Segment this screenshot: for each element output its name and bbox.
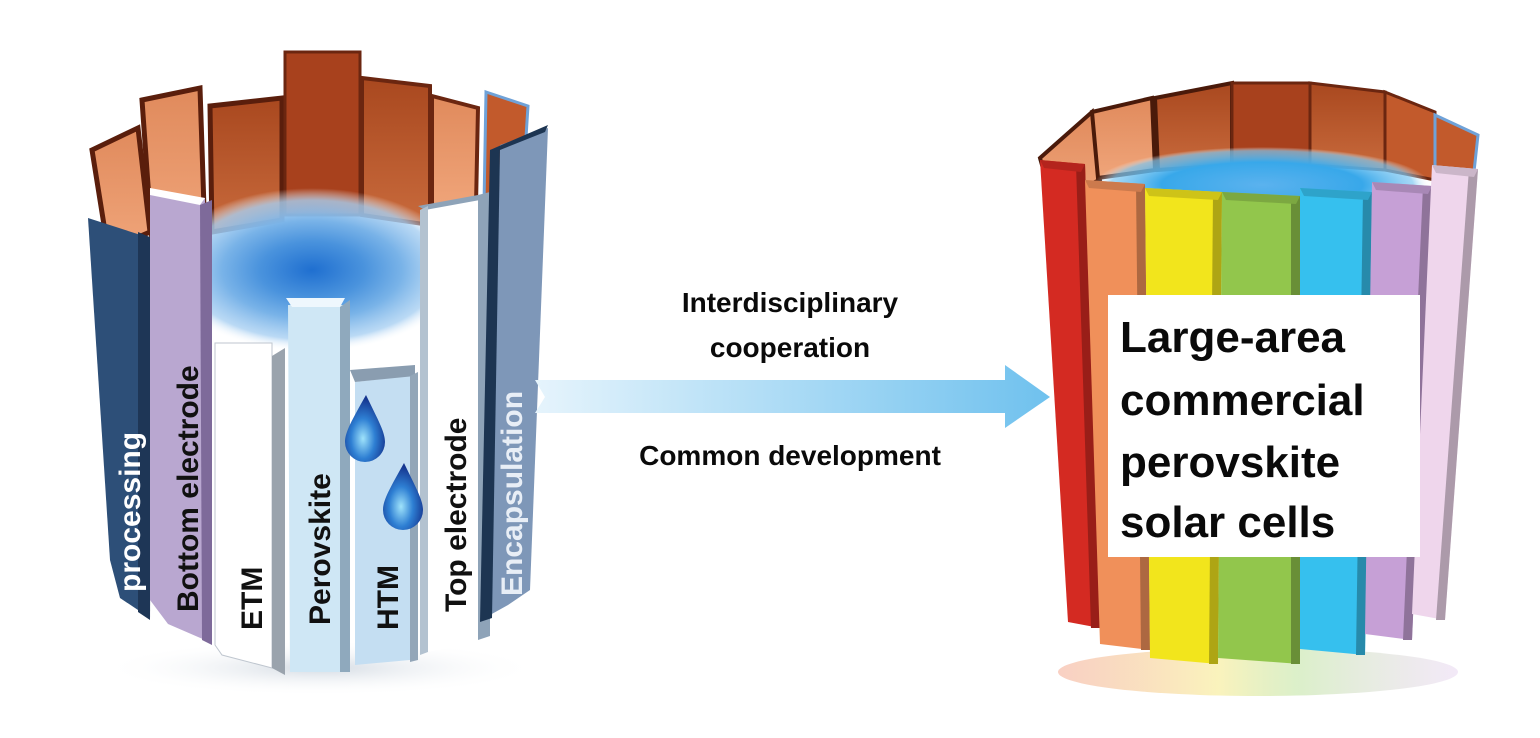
label-bottom-electrode: Bottom electrode	[172, 365, 205, 612]
stave-edge	[1222, 192, 1300, 204]
arrow-text-cooperation: cooperation	[710, 332, 870, 363]
back-stave	[430, 93, 481, 213]
stave-edge	[1372, 182, 1432, 194]
stave-edge	[1040, 160, 1085, 172]
stave-etm	[214, 342, 273, 669]
label-line: commercial	[1120, 376, 1365, 425]
label-line: solar cells	[1120, 498, 1335, 547]
stave-bottom-electrode	[150, 192, 205, 640]
label-etm: ETM	[236, 567, 269, 630]
arrow-text-common-development: Common development	[639, 440, 941, 471]
right-barrel: Large-area commercial perovskite solar c…	[1037, 80, 1480, 696]
label-htm: HTM	[372, 565, 405, 630]
stave-edge	[420, 206, 428, 655]
label-processing: processing	[114, 432, 147, 592]
stave-encapsulation	[490, 128, 548, 615]
arrow-shape	[535, 365, 1050, 428]
stave-edge	[286, 298, 345, 307]
stave-edge	[1145, 188, 1222, 200]
label-perovskite: Perovskite	[304, 473, 337, 625]
stave-edge	[1436, 169, 1478, 620]
stave-edge	[1300, 188, 1372, 200]
water-drop-icon	[383, 463, 423, 530]
stave-edge	[1085, 180, 1145, 192]
stave-edge	[1432, 165, 1478, 177]
arrow-text-interdisciplinary: Interdisciplinary	[682, 287, 899, 318]
water-drop-icon	[345, 395, 385, 462]
stave-edge	[418, 192, 490, 210]
stave-perovskite	[288, 305, 345, 672]
stave-processing	[88, 218, 150, 618]
label-box	[1108, 295, 1420, 557]
stave-edge	[200, 200, 212, 645]
left-barrel: processing Bottom electrode ETM Perovski…	[88, 50, 548, 696]
label-line: perovskite	[1120, 438, 1340, 487]
stave-edge	[1076, 164, 1100, 628]
label-top-electrode: Top electrode	[440, 418, 473, 612]
stave-edge	[340, 300, 350, 672]
stave-edge	[272, 348, 285, 675]
label-line: Large-area	[1120, 313, 1346, 362]
stave-edge	[150, 188, 205, 205]
stave-edge	[490, 125, 548, 150]
label-encapsulation: Encapsulation	[496, 391, 529, 596]
transition-arrow: Interdisciplinary cooperation Common dev…	[535, 287, 1050, 471]
stave-edge	[480, 148, 500, 622]
water-surface	[162, 188, 462, 352]
front-staves	[88, 125, 548, 675]
stave-edge	[138, 232, 152, 620]
stave-top-electrode	[425, 198, 478, 652]
barrel-shadow	[1058, 648, 1458, 696]
stave-edge	[350, 365, 415, 382]
